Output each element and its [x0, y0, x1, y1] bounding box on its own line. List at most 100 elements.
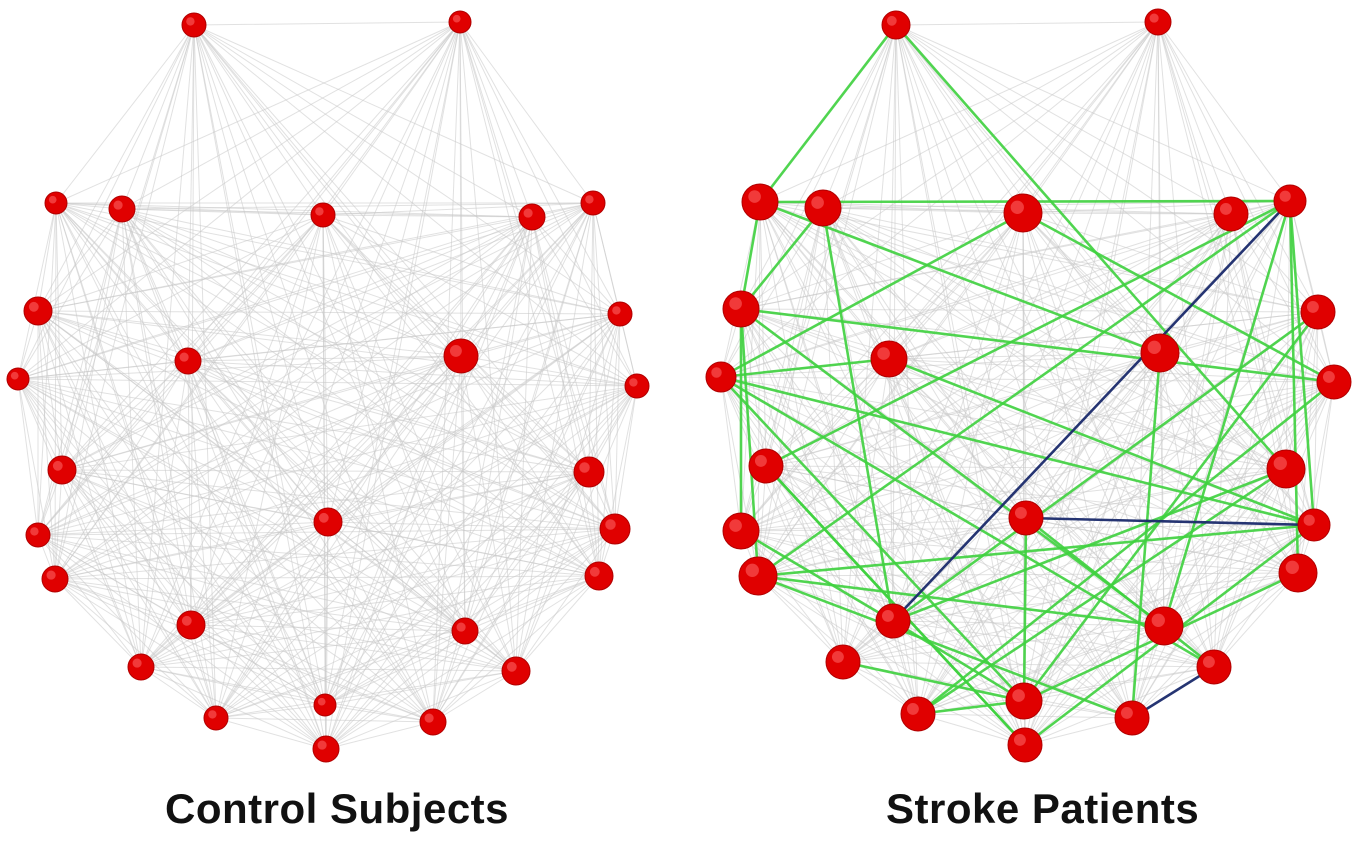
network-edge [740, 517, 1027, 532]
network-edge [895, 24, 1027, 519]
network-edge [757, 352, 1161, 577]
network-edge [464, 575, 600, 632]
network-edge [54, 202, 57, 580]
network-edge [61, 469, 590, 473]
highlighted-edge [739, 307, 1166, 628]
network-edge [215, 216, 533, 719]
network-edge [1159, 352, 1215, 668]
network-edge [17, 216, 533, 380]
node-highlight [1120, 706, 1133, 719]
network-edge [190, 471, 590, 626]
network-edge [37, 214, 324, 536]
network-node [451, 617, 479, 645]
highlighted-edge [756, 199, 1292, 578]
node-highlight [1151, 613, 1165, 627]
network-edge [888, 358, 919, 715]
network-edge [193, 24, 600, 577]
network-node [181, 12, 207, 38]
network-edge [140, 666, 217, 719]
network-node [1140, 333, 1180, 373]
node-highlight [629, 378, 638, 387]
network-edge [1230, 213, 1319, 313]
network-edge [1131, 381, 1335, 719]
network-edge [61, 385, 638, 471]
network-edge [215, 202, 594, 719]
network-edge [759, 21, 1159, 203]
network-edge [37, 24, 195, 312]
network-edge [842, 572, 1299, 663]
highlighted-edge [1288, 199, 1316, 527]
network-edge [187, 24, 195, 362]
highlighted-edge [821, 206, 895, 623]
network-edge [121, 202, 594, 210]
network-edge [460, 355, 517, 672]
network-edge [17, 378, 326, 706]
network-edge [55, 202, 590, 473]
network-edge [459, 21, 621, 315]
network-edge [740, 200, 1291, 310]
network-edge [740, 308, 1133, 719]
network-edge [892, 620, 1215, 668]
network-edge [37, 534, 466, 632]
node-highlight [877, 347, 890, 360]
network-node [1005, 682, 1043, 720]
network-edge [17, 355, 462, 380]
network-edge [592, 202, 616, 530]
network-edge [531, 216, 638, 387]
highlighted-edge [739, 307, 1336, 384]
network-edge [720, 376, 1299, 574]
network-edge [61, 469, 327, 750]
network-edge [193, 24, 329, 523]
network-edge [1023, 666, 1215, 702]
node-highlight [881, 609, 894, 622]
network-edge [888, 358, 1299, 574]
network-node [580, 190, 606, 216]
highlighted-edge [841, 660, 1026, 703]
network-edge [140, 214, 324, 668]
network-edge [842, 661, 1215, 668]
network-edge [54, 202, 594, 580]
network-edge [37, 534, 327, 750]
network-edge [37, 310, 517, 672]
network-edge [917, 625, 1165, 715]
network-edge [1313, 311, 1319, 526]
network-edge [55, 202, 192, 626]
highlighted-edge [1021, 211, 1336, 384]
network-edge [61, 469, 326, 706]
network-edge [54, 385, 638, 580]
network-edge [37, 214, 324, 312]
network-edge [190, 355, 462, 626]
network-edge [327, 521, 616, 530]
network-edge [614, 385, 638, 530]
network-edge [515, 202, 594, 672]
network-edge [588, 202, 594, 473]
network-edge [61, 202, 594, 471]
network-edge [140, 385, 638, 668]
highlighted-edge [916, 380, 1336, 716]
network-edge [54, 355, 462, 580]
network-edge [322, 214, 462, 357]
network-edge [460, 355, 600, 577]
network-edge [55, 24, 195, 204]
network-edge [17, 378, 217, 719]
network-node [176, 610, 206, 640]
network-edge [327, 385, 638, 523]
network-edge [740, 308, 1299, 574]
network-node [722, 512, 760, 550]
network-edge [37, 310, 329, 523]
network-edge [720, 201, 761, 378]
network-node [443, 338, 479, 374]
network-edge [765, 381, 1335, 467]
network-edge [598, 385, 638, 577]
network-edge [822, 207, 1287, 470]
network-edge [61, 469, 434, 723]
network-edge [588, 385, 638, 473]
network-edge [54, 578, 326, 706]
node-highlight [1306, 300, 1319, 313]
network-node [1196, 649, 1232, 685]
network-edge [459, 21, 594, 204]
network-edge [54, 313, 621, 580]
node-highlight [886, 15, 897, 26]
